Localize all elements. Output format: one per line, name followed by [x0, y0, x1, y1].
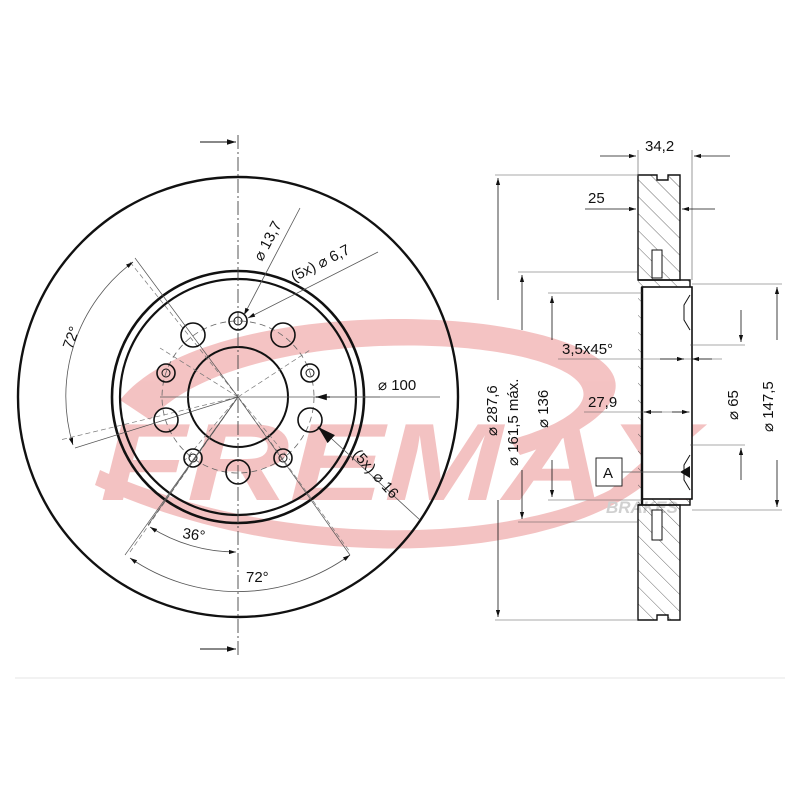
dim-hat-diameter-max: ⌀ 161,5 máx.: [505, 379, 522, 466]
dim-outer-diameter: ⌀ 287,6: [484, 385, 501, 436]
section-view-dimensions: 34,2 25 ⌀ 287,6 ⌀ 161,5 máx. ⌀ 136 3,5x4…: [484, 138, 777, 482]
dim-total-thickness: 34,2: [645, 138, 674, 155]
dim-bolt-circle-100: ⌀ 100: [378, 377, 416, 394]
dim-angle-72-bottom: 72°: [246, 569, 269, 586]
lower-friction-ring: [637, 504, 681, 621]
bolt-holes-small: [156, 311, 320, 468]
dim-center-bore: ⌀ 65: [725, 390, 742, 420]
dim-angle-36: 36°: [181, 525, 206, 545]
dim-chamfer: 3,5x45°: [562, 341, 613, 358]
dim-bolt-hole-6-7: (5x) ⌀ 6,7: [288, 241, 353, 285]
disc-outer-edge: [16, 175, 460, 619]
datum-label: A: [603, 465, 613, 482]
dim-hole-13-7: ⌀ 13,7: [251, 218, 286, 263]
front-view: [16, 135, 460, 655]
dim-angle-72-left: 72°: [60, 324, 84, 351]
dim-pilot-diameter: ⌀ 136: [535, 390, 552, 428]
section-view: [495, 150, 782, 621]
fremax-watermark: FREMAX BRAKES: [95, 319, 707, 549]
stud-holes: [153, 322, 323, 485]
dim-hat-outer: ⌀ 147,5: [760, 381, 777, 432]
dim-hat-height: 27,9: [588, 394, 617, 411]
dim-min-thickness: 25: [588, 190, 605, 207]
